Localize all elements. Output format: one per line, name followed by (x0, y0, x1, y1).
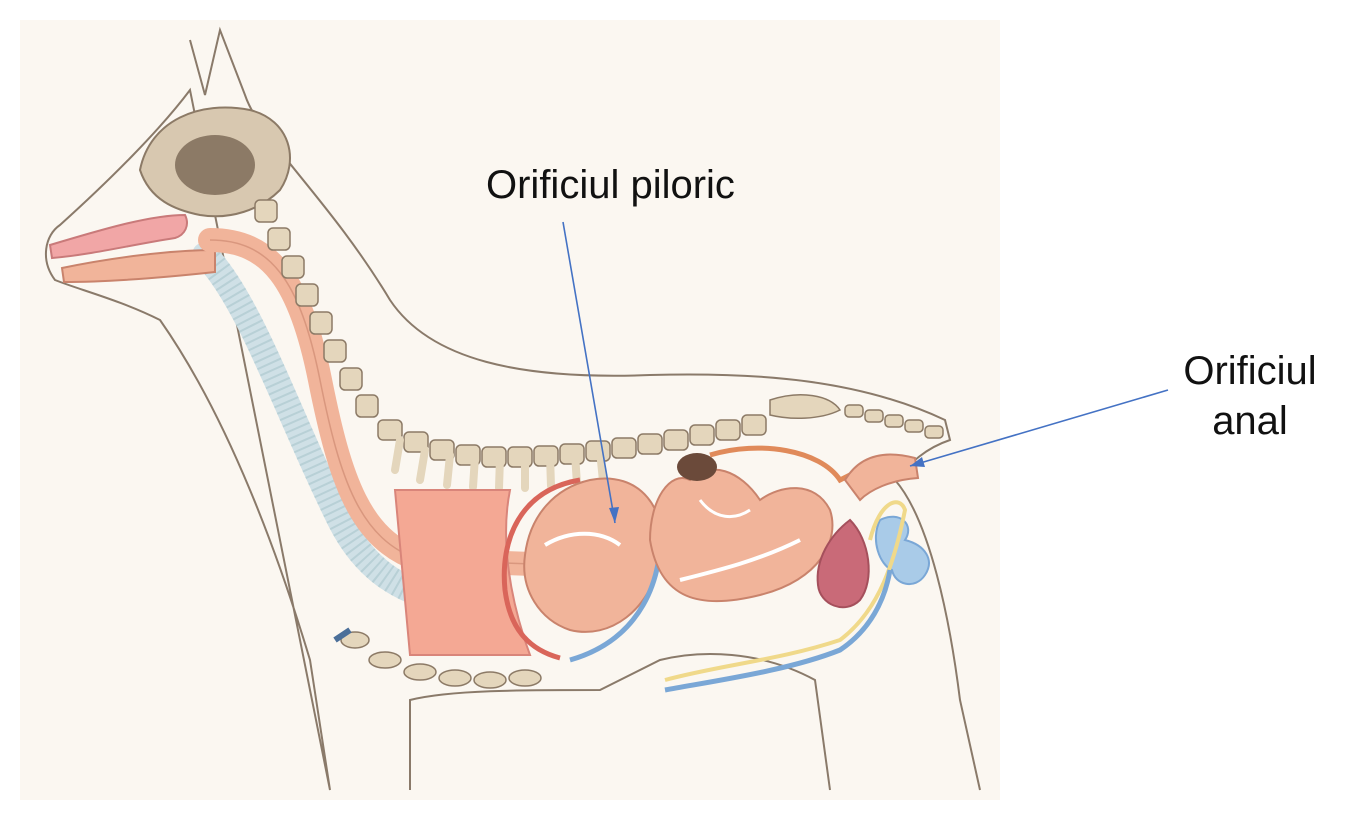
label-anal-orifice: Orificiul anal (1170, 346, 1330, 446)
label-pyloric-orifice: Orificiul piloric (486, 160, 735, 210)
eye-socket (175, 135, 255, 195)
label-anal-line1: Orificiul (1170, 346, 1330, 396)
label-anal-line2: anal (1170, 396, 1330, 446)
